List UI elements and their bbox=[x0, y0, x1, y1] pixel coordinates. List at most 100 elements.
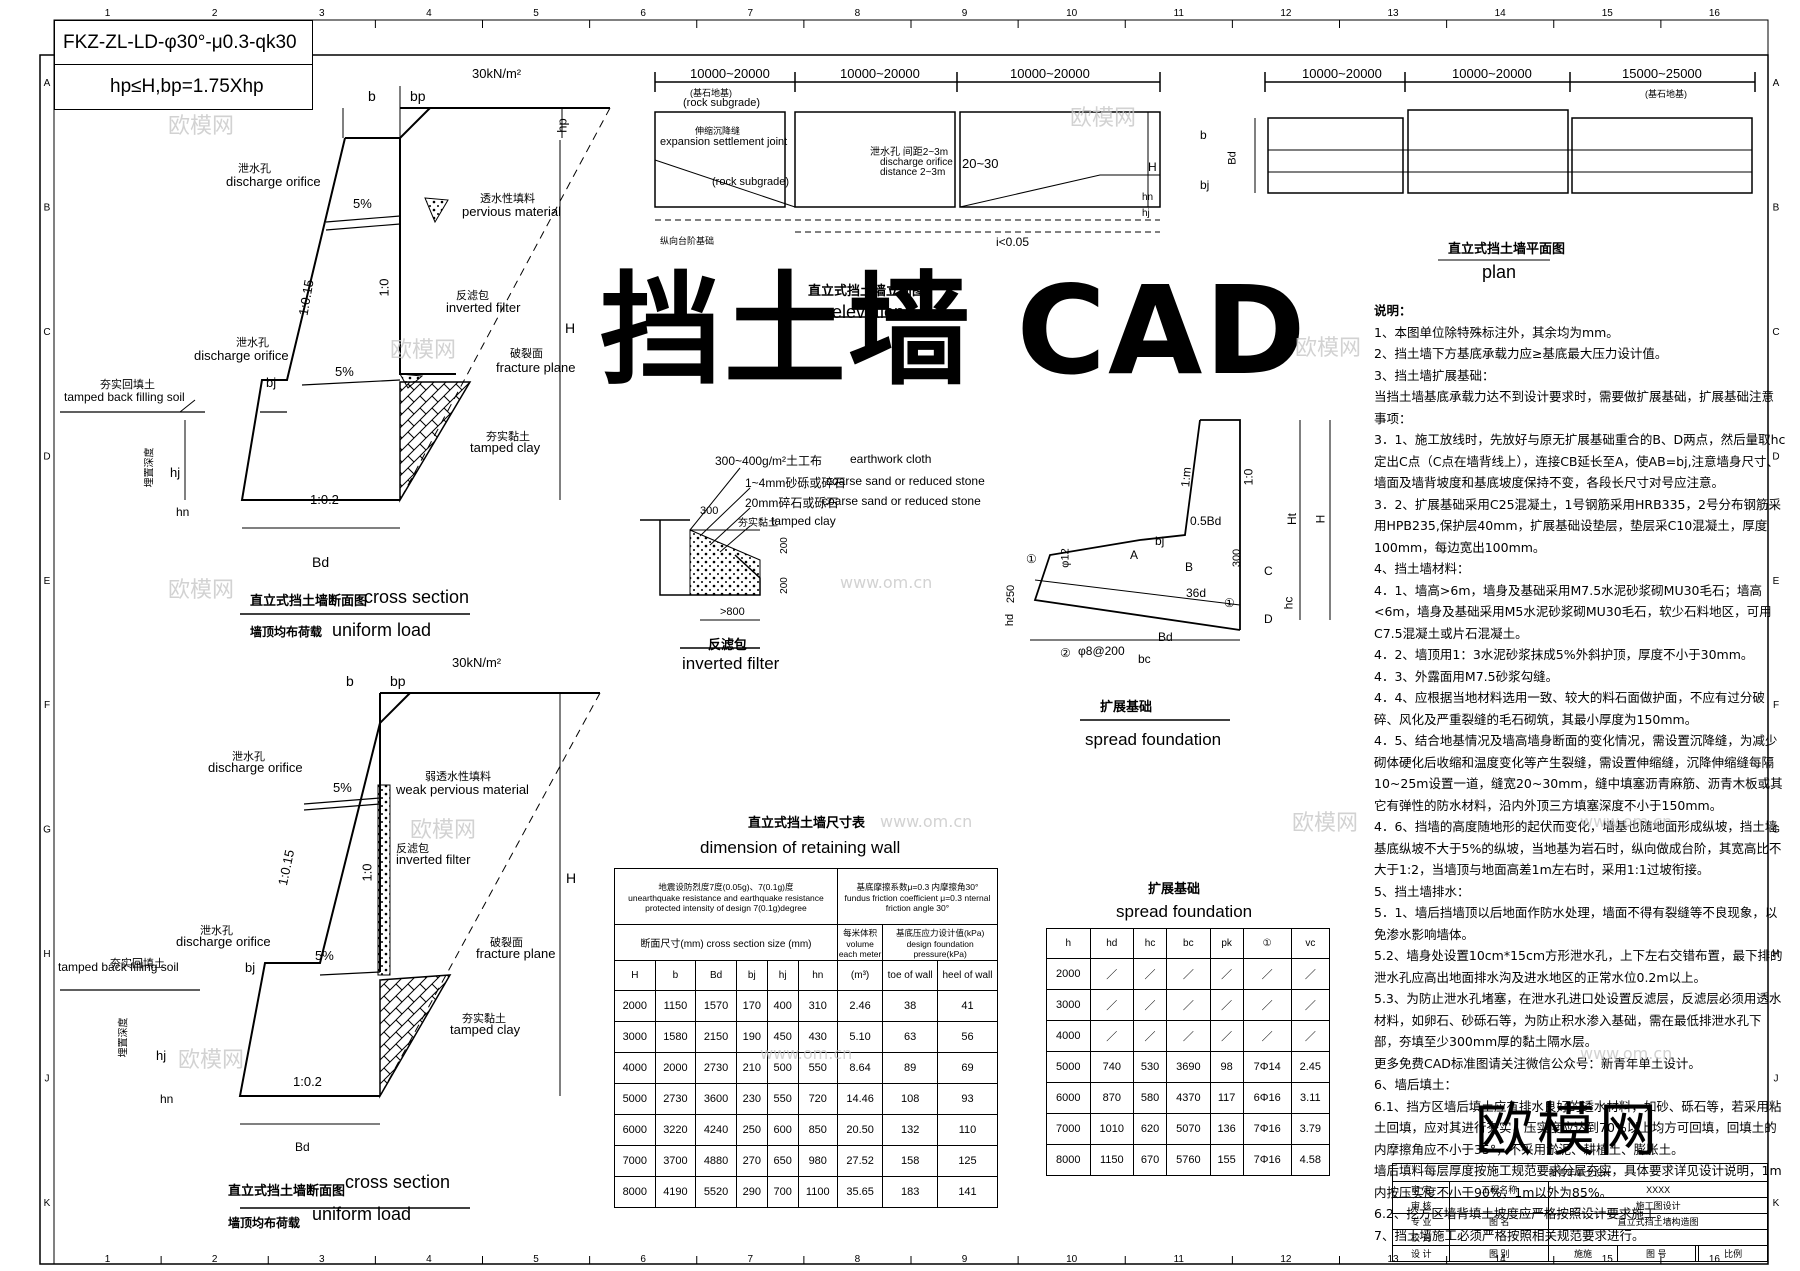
tb-r2c: 施工图设计 bbox=[1548, 1197, 1768, 1214]
dim-col-header: hj bbox=[766, 960, 799, 991]
grid-col-label-top: 14 bbox=[1495, 8, 1507, 19]
grid-row-label-left: J bbox=[45, 1073, 50, 1084]
discharge-label-b1: discharge orifice bbox=[208, 760, 303, 775]
spread-col-header: hd bbox=[1089, 928, 1135, 959]
table-cell: ／ bbox=[1133, 989, 1168, 1021]
grid-col-label-top: 6 bbox=[640, 8, 646, 19]
dim-size-hdr: 断面尺寸(mm) cross section size (mm) bbox=[614, 924, 838, 961]
filter-l1-en: earthwork cloth bbox=[850, 452, 932, 466]
rock-cn: (基石地基) bbox=[690, 88, 732, 98]
pct-label-b2: 5% bbox=[315, 948, 334, 963]
grid-col-label-top: 13 bbox=[1388, 8, 1400, 19]
watermark-url: www.om.cn bbox=[840, 573, 933, 592]
discharge-label-b2: discharge orifice bbox=[176, 934, 271, 949]
rock-en: (rock subgrade) bbox=[683, 97, 761, 109]
filter-d300: 300 bbox=[700, 505, 719, 517]
pervious-label: pervious material bbox=[462, 204, 561, 219]
dim-col-header: bj bbox=[735, 960, 768, 991]
watermark: 欧模网 bbox=[1295, 336, 1362, 361]
grid-col-label-top: 8 bbox=[855, 8, 861, 19]
watermark: 欧模网 bbox=[390, 338, 457, 363]
label-hp: hp bbox=[554, 118, 570, 133]
table-cell: 2000 bbox=[1046, 958, 1091, 990]
plan-dim-3: 15000~25000 bbox=[1622, 66, 1702, 81]
spread-B: B bbox=[1185, 560, 1194, 574]
table-cell: 6000 bbox=[614, 1114, 656, 1146]
grid-col-label-bottom: 5 bbox=[533, 1254, 539, 1265]
table-cell: 620 bbox=[1133, 1113, 1168, 1145]
table-cell: 27.52 bbox=[836, 1145, 884, 1177]
elev-H: H bbox=[1148, 160, 1157, 174]
tamped-soil-cn-b: 夯实回填土 bbox=[110, 958, 165, 970]
spread-m: 1:m bbox=[1178, 466, 1194, 488]
table-cell: 170 bbox=[735, 990, 768, 1022]
pct-label-1: 5% bbox=[353, 196, 372, 211]
label-hn: hn bbox=[176, 505, 190, 519]
discharge-cn-b2: 泄水孔 bbox=[200, 925, 233, 937]
filter-label: inverted filter bbox=[446, 300, 521, 315]
dim-col-header: hn bbox=[797, 960, 838, 991]
filter-l4: 夯实黏土 bbox=[738, 518, 778, 529]
table-cell: 56 bbox=[936, 1021, 999, 1053]
table-cell: 14.46 bbox=[836, 1083, 884, 1115]
table-row: 2000／／／／／／ bbox=[1046, 958, 1331, 990]
grid-row-label-left: G bbox=[43, 825, 51, 836]
table-cell: 3000 bbox=[1046, 989, 1091, 1021]
table-cell: 125 bbox=[936, 1145, 999, 1177]
grid-col-label-bottom: 4 bbox=[426, 1254, 432, 1265]
label-H-2: H bbox=[566, 870, 577, 886]
elev-title-cn: 直立式挡土墙立面图 bbox=[808, 283, 926, 298]
table-cell: 3690 bbox=[1166, 1051, 1211, 1083]
note-line: 5、挡土墙排水： bbox=[1374, 883, 1470, 899]
note-line: 3．1、施工放线时，先放好与原无扩展基础重合的B、D两点，然后量取hc定出C点（… bbox=[1374, 432, 1786, 490]
table-cell: 98 bbox=[1209, 1051, 1244, 1083]
table-cell: 3.11 bbox=[1290, 1082, 1331, 1114]
top-cross-section bbox=[60, 86, 611, 529]
watermark-url: www.om.cn bbox=[880, 812, 973, 831]
elev-discharge: discharge orifice distance 2~3m bbox=[880, 157, 953, 178]
fracture-label: fracture plane bbox=[496, 360, 576, 375]
filter-l2: 1~4mm砂砾或碎石 bbox=[745, 476, 846, 490]
table-cell: 3.79 bbox=[1290, 1113, 1331, 1145]
spread-A: A bbox=[1130, 548, 1139, 562]
table-cell: ／ bbox=[1290, 958, 1331, 990]
tb-r5b: 图 别 bbox=[1449, 1245, 1550, 1262]
table-cell: 600 bbox=[766, 1114, 799, 1146]
grid-col-label-bottom: 1 bbox=[105, 1254, 111, 1265]
fracture-cn: 破裂面 bbox=[510, 348, 543, 360]
dim-col-header: Bd bbox=[695, 960, 737, 991]
label-b-2: b bbox=[346, 673, 354, 689]
table-cell: 5520 bbox=[695, 1176, 737, 1208]
tb-r4b bbox=[1449, 1229, 1550, 1246]
table-cell: 670 bbox=[1133, 1144, 1168, 1176]
table-cell: 870 bbox=[1089, 1082, 1135, 1114]
label-bp-2: bp bbox=[390, 673, 406, 689]
code-titleblock: FKZ-ZL-LD-φ30°-μ0.3-qk30 hp≤H,bp=1.75Xhp bbox=[54, 20, 313, 110]
dim-vol-en: volume each meter bbox=[838, 938, 882, 959]
elevation-drawing bbox=[654, 72, 1161, 233]
table-cell: 38 bbox=[882, 990, 938, 1022]
note-line: 4．6、挡墙的高度随地形的起伏而变化，墙基也随地面形成纵坡，挡土墙基底纵坡不大于… bbox=[1374, 819, 1782, 877]
pervious-label-b: weak pervious material bbox=[396, 782, 529, 797]
label-hj: hj bbox=[170, 465, 181, 480]
dim-col-header: b bbox=[654, 960, 697, 991]
spread-300: 300 bbox=[1231, 548, 1244, 568]
note-line: 4．2、墙顶用1：3水泥砂浆抹成5%外斜护顶，厚度不小于30mm。 bbox=[1374, 647, 1754, 662]
grid-row-label-right: D bbox=[1772, 451, 1779, 462]
grid-row-label-left: C bbox=[43, 327, 50, 338]
table-cell: 2.45 bbox=[1290, 1051, 1331, 1083]
table-cell: 5760 bbox=[1166, 1144, 1211, 1176]
table-cell: 230 bbox=[735, 1083, 768, 1115]
table-cell: ／ bbox=[1089, 958, 1135, 990]
tb-r3c: 直立式挡土墙构造图 bbox=[1548, 1213, 1768, 1230]
dim-col-header: heel of wall bbox=[936, 960, 999, 991]
table-cell: 4190 bbox=[654, 1176, 697, 1208]
plan-title-cn: 直立式挡土墙平面图 bbox=[1448, 241, 1566, 256]
table-cell: 400 bbox=[766, 990, 799, 1022]
table-cell: 3700 bbox=[654, 1145, 697, 1177]
